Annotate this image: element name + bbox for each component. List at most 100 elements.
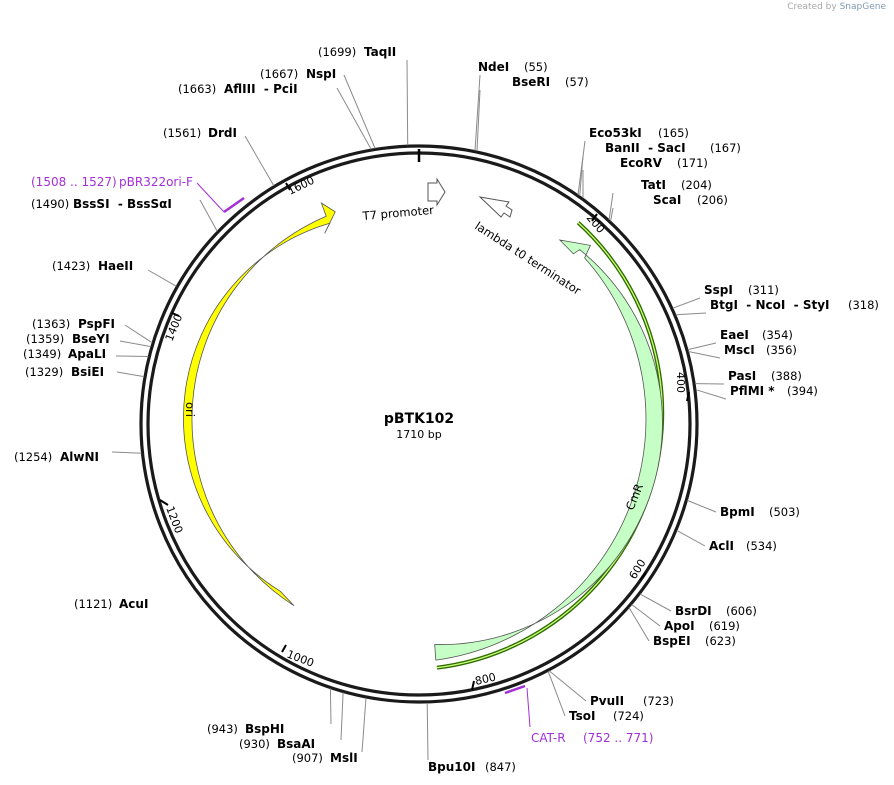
enzyme-site-name: PasI (728, 369, 756, 383)
enzyme-site-name: BspHI (245, 722, 284, 736)
enzyme-leader-line (610, 207, 614, 222)
t7-promoter-arrow (427, 177, 446, 207)
enzyme-site-name: BssSI - BssSαI (73, 197, 172, 211)
backbone-ring (139, 144, 699, 704)
svg-text:400: 400 (674, 372, 687, 393)
enzyme-site-name: NspI (306, 67, 336, 81)
enzyme-leader-line (476, 89, 481, 152)
enzyme-site-pos: (1359) (26, 332, 64, 346)
enzyme-site-pos: (1490) (31, 197, 69, 211)
primer-pbr322ori-f: (1508 .. 1527) pBR322ori-F (31, 175, 245, 214)
enzyme-site-name: ScaI (653, 193, 681, 207)
enzyme-leader-line (577, 140, 586, 195)
enzyme-site-pos: (318) (848, 298, 879, 312)
enzyme-leader-line (124, 324, 153, 344)
enzyme-leader-line (340, 692, 344, 741)
enzyme-site-pos: (1349) (23, 347, 61, 361)
enzyme-site-pos: (1329) (25, 365, 63, 379)
enzyme-site-pos: (206) (697, 193, 728, 207)
enzyme-leader-line (687, 342, 717, 351)
enzyme-site-name: MslI (330, 751, 358, 765)
plasmid-name: pBTK102 (384, 411, 454, 427)
enzyme-site-pos: (311) (748, 283, 779, 297)
plasmid-length: 1710 bp (396, 428, 441, 441)
enzyme-site-name: Bpu10I (428, 760, 475, 774)
enzyme-leader-line (111, 451, 142, 454)
primer-range: (752 .. 771) (583, 731, 653, 745)
enzyme-site-pos: (1254) (14, 450, 52, 464)
enzyme-site-name: PspFI (78, 317, 115, 331)
enzyme-leader-line (426, 702, 429, 761)
enzyme-site-pos: (1561) (163, 126, 201, 140)
enzyme-site-pos: (606) (726, 604, 757, 618)
svg-text:1400: 1400 (163, 312, 186, 343)
enzyme-site-name: PflMI * (730, 384, 775, 398)
tick-800: 800 (471, 671, 497, 691)
enzyme-site-name: ApoI (664, 619, 695, 633)
enzyme-leader-line (547, 671, 566, 717)
enzyme-site-name: MscI (724, 343, 755, 357)
enzyme-site-name: AclI (709, 539, 734, 553)
enzyme-leader-line (688, 351, 721, 359)
enzyme-leader-line (672, 297, 701, 309)
enzyme-site-name: EaeI (720, 328, 749, 342)
enzyme-site-name: AcuI (119, 597, 148, 611)
enzyme-site-name: ApaLI (68, 347, 106, 361)
enzyme-site-name: BsaAI (277, 737, 315, 751)
enzyme-site-pos: (55) (524, 60, 548, 74)
enzyme-leader-line (676, 529, 706, 547)
enzyme-site-pos: (165) (658, 126, 689, 140)
enzyme-site-pos: (619) (709, 619, 740, 633)
enzyme-site-pos: (943) (207, 722, 238, 736)
enzyme-leader-line (548, 670, 587, 702)
enzyme-site-name: BanII - SacI (605, 141, 686, 155)
enzyme-site-pos: (724) (613, 709, 644, 723)
enzyme-site-pos: (847) (485, 760, 516, 774)
tick-1400: 1400 (163, 312, 186, 343)
lambda-t0-terminator-label: lambda t0 terminator (472, 219, 583, 298)
enzyme-site-name: AlwNI (60, 450, 99, 464)
enzyme-site-name: EcoRV (620, 156, 663, 170)
enzyme-site-name: BspEI (653, 634, 691, 648)
enzyme-site-pos: (167) (710, 141, 741, 155)
enzyme-site-name: TaqII (364, 45, 396, 59)
enzyme-site-pos: (1121) (74, 597, 112, 611)
enzyme-leader-line (406, 59, 409, 146)
enzyme-leader-line (329, 688, 332, 725)
enzyme-site-name: SspI (704, 283, 733, 297)
enzyme-site-pos: (394) (787, 384, 818, 398)
enzyme-leader-line (687, 499, 717, 513)
lambda-t0-terminator-arrow (478, 196, 513, 218)
enzyme-leader-line (579, 155, 584, 196)
enzyme-site-pos: (723) (643, 694, 674, 708)
primer-name: pBR322ori-F (119, 175, 193, 189)
enzyme-site-pos: (354) (762, 328, 793, 342)
enzyme-site-pos: (503) (769, 505, 800, 519)
enzyme-site-pos: (907) (292, 751, 323, 765)
enzyme-site-pos: (534) (746, 539, 777, 553)
enzyme-site-name: BpmI (720, 505, 755, 519)
enzyme-leader-line (474, 74, 481, 151)
enzyme-leader-line (343, 74, 376, 149)
enzyme-site-pos: (1667) (260, 67, 298, 81)
enzyme-site-name: HaeII (98, 259, 133, 273)
cmr-cds-outline (436, 221, 665, 670)
enzyme-site-pos: (1699) (318, 45, 356, 59)
primer-name: CAT-R (531, 731, 566, 745)
enzyme-site-name: BsrDI (675, 604, 712, 618)
enzyme-site-name: NdeI (478, 60, 509, 74)
svg-text:800: 800 (474, 671, 497, 688)
enzyme-site-pos: (1663) (178, 82, 216, 96)
enzyme-site-pos: (1363) (32, 317, 70, 331)
snapgene-watermark: Created by SnapGene (787, 2, 886, 12)
enzyme-site-name: TsoI (569, 709, 595, 723)
tick-600: 600 (627, 557, 649, 582)
enzyme-site-name: AflIII - PciI (224, 82, 298, 96)
enzyme-leader-line (695, 389, 727, 400)
enzyme-leader-line (147, 269, 177, 287)
enzyme-site-pos: (204) (681, 178, 712, 192)
enzyme-leader-line (244, 135, 275, 187)
enzyme-site-name: PvuII (590, 694, 624, 708)
enzyme-site-name: BtgI - NcoI - StyI (710, 298, 830, 312)
